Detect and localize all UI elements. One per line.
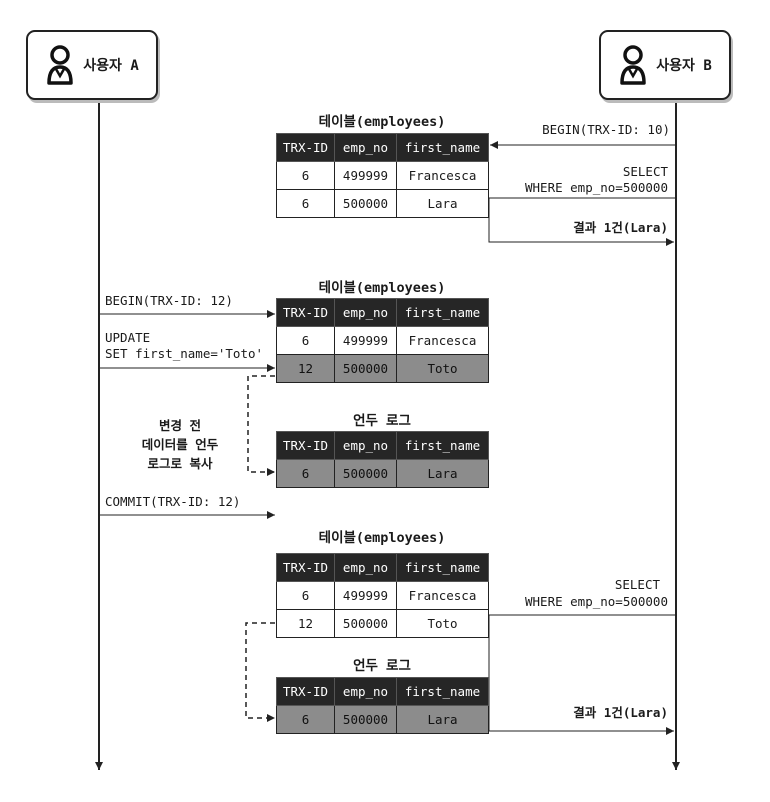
cell-first-name: Toto bbox=[396, 609, 489, 638]
cell-first-name: Toto bbox=[396, 354, 489, 383]
cell-trx-id: 12 bbox=[276, 354, 335, 383]
table-header-row: TRX-ID emp_no first_name bbox=[276, 431, 489, 460]
s2-employees-table: TRX-ID emp_no first_name 6 499999 France… bbox=[276, 298, 489, 383]
table-row: 6 500000 Lara bbox=[276, 459, 489, 488]
s4-select-line2: WHERE emp_no=500000 bbox=[525, 594, 668, 609]
cell-emp-no: 499999 bbox=[334, 326, 397, 355]
cell-first-name: Lara bbox=[396, 459, 489, 488]
cell-trx-id: 6 bbox=[276, 705, 335, 734]
cell-emp-no: 499999 bbox=[334, 161, 397, 190]
s1-select-line1: SELECT bbox=[622, 164, 668, 179]
s4-select-line1: SELECT bbox=[614, 577, 660, 592]
col-trx-id: TRX-ID bbox=[276, 431, 335, 460]
table-header-row: TRX-ID emp_no first_name bbox=[276, 553, 489, 582]
cell-first-name: Francesca bbox=[396, 326, 489, 355]
col-first-name: first_name bbox=[396, 553, 489, 582]
s4-employees-table: TRX-ID emp_no first_name 6 499999 France… bbox=[276, 553, 489, 638]
s3-undo-table: TRX-ID emp_no first_name 6 500000 Lara bbox=[276, 431, 489, 488]
col-first-name: first_name bbox=[396, 677, 489, 706]
cell-trx-id: 6 bbox=[276, 161, 335, 190]
col-first-name: first_name bbox=[396, 431, 489, 460]
col-trx-id: TRX-ID bbox=[276, 553, 335, 582]
table-header-row: TRX-ID emp_no first_name bbox=[276, 298, 489, 327]
s1-result-label: 결과 1건(Lara) bbox=[573, 220, 668, 235]
col-emp-no: emp_no bbox=[334, 431, 397, 460]
s3-undo-title: 언두 로그 bbox=[353, 413, 411, 429]
user-b-label: 사용자 B bbox=[656, 58, 712, 74]
user-b-box: 사용자 B bbox=[599, 30, 731, 100]
s2-update-line1: UPDATE bbox=[105, 330, 151, 345]
s3-commit-label: COMMIT(TRX-ID: 12) bbox=[105, 494, 241, 509]
col-trx-id: TRX-ID bbox=[276, 298, 335, 327]
arrow-undo-link-s4 bbox=[245, 622, 275, 722]
cell-emp-no: 500000 bbox=[334, 189, 397, 218]
s1-employees-table: TRX-ID emp_no first_name 6 499999 France… bbox=[276, 133, 489, 218]
table-header-row: TRX-ID emp_no first_name bbox=[276, 677, 489, 706]
col-emp-no: emp_no bbox=[334, 298, 397, 327]
s2-update-line2: SET first_name='Toto' bbox=[105, 346, 264, 361]
table-row: 12 500000 Toto bbox=[276, 609, 489, 638]
s1-begin-b-label: BEGIN(TRX-ID: 10) bbox=[542, 122, 670, 137]
col-first-name: first_name bbox=[396, 298, 489, 327]
s3-note-line2: 데이터를 언두 bbox=[141, 437, 219, 452]
cell-trx-id: 6 bbox=[276, 326, 335, 355]
user-a-label: 사용자 A bbox=[83, 58, 139, 74]
cell-trx-id: 6 bbox=[276, 581, 335, 610]
table-row: 6 499999 Francesca bbox=[276, 326, 489, 355]
user-a-box: 사용자 A bbox=[26, 30, 158, 100]
col-first-name: first_name bbox=[396, 133, 489, 162]
cell-first-name: Lara bbox=[396, 705, 489, 734]
cell-trx-id: 12 bbox=[276, 609, 335, 638]
user-icon bbox=[620, 45, 646, 85]
table-row: 12 500000 Toto bbox=[276, 354, 489, 383]
s2-table-title: 테이블(employees) bbox=[318, 280, 446, 296]
cell-emp-no: 499999 bbox=[334, 581, 397, 610]
s3-note-line3: 로그로 복사 bbox=[147, 456, 213, 471]
cell-emp-no: 500000 bbox=[334, 459, 397, 488]
cell-first-name: Francesca bbox=[396, 581, 489, 610]
s1-select-line2: WHERE emp_no=500000 bbox=[525, 180, 668, 195]
arrow-copy-undo-1 bbox=[247, 375, 275, 476]
s1-table-title: 테이블(employees) bbox=[318, 114, 446, 130]
s4-undo-title: 언두 로그 bbox=[353, 658, 411, 674]
table-row: 6 499999 Francesca bbox=[276, 161, 489, 190]
arrow-select-s1 bbox=[488, 197, 676, 246]
cell-first-name: Lara bbox=[396, 189, 489, 218]
col-emp-no: emp_no bbox=[334, 133, 397, 162]
col-trx-id: TRX-ID bbox=[276, 677, 335, 706]
cell-emp-no: 500000 bbox=[334, 609, 397, 638]
cell-trx-id: 6 bbox=[276, 189, 335, 218]
table-header-row: TRX-ID emp_no first_name bbox=[276, 133, 489, 162]
cell-emp-no: 500000 bbox=[334, 705, 397, 734]
table-row: 6 500000 Lara bbox=[276, 705, 489, 734]
col-trx-id: TRX-ID bbox=[276, 133, 335, 162]
cell-first-name: Francesca bbox=[396, 161, 489, 190]
col-emp-no: emp_no bbox=[334, 553, 397, 582]
arrow-select-s4 bbox=[488, 614, 676, 735]
s3-note-line1: 변경 전 bbox=[158, 418, 202, 433]
user-icon bbox=[47, 45, 73, 85]
s4-table-title: 테이블(employees) bbox=[318, 530, 446, 546]
s2-begin-a-label: BEGIN(TRX-ID: 12) bbox=[105, 293, 233, 308]
s4-undo-table: TRX-ID emp_no first_name 6 500000 Lara bbox=[276, 677, 489, 734]
table-row: 6 500000 Lara bbox=[276, 189, 489, 218]
cell-trx-id: 6 bbox=[276, 459, 335, 488]
s4-result-label: 결과 1건(Lara) bbox=[573, 705, 668, 720]
col-emp-no: emp_no bbox=[334, 677, 397, 706]
table-row: 6 499999 Francesca bbox=[276, 581, 489, 610]
cell-emp-no: 500000 bbox=[334, 354, 397, 383]
